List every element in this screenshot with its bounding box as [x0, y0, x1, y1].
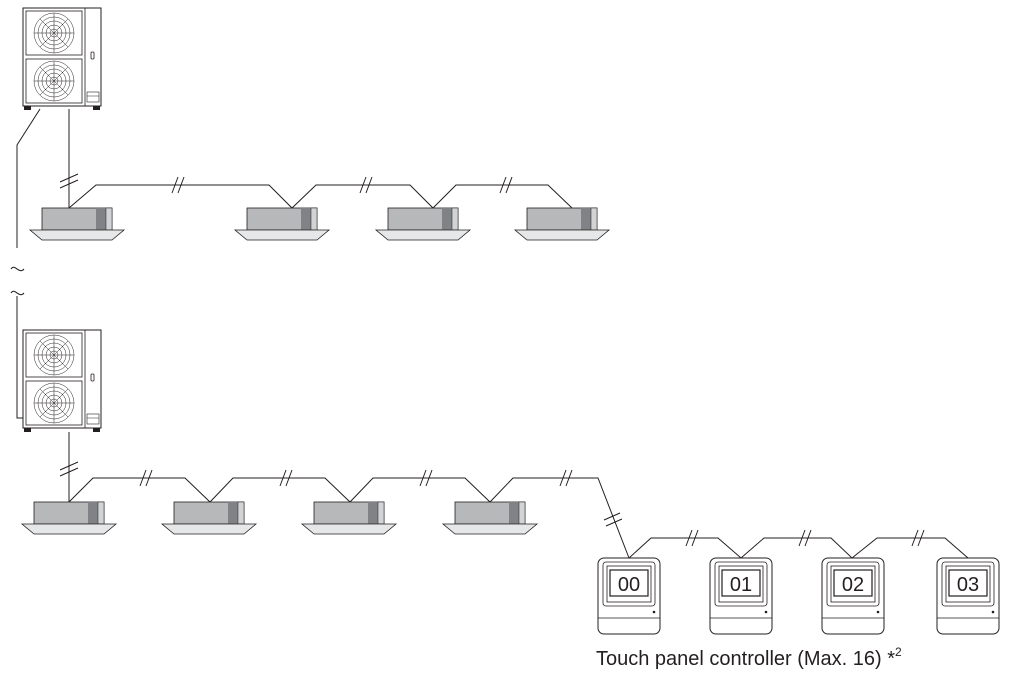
indoor-unit — [375, 207, 471, 241]
controller-caption: Touch panel controller (Max. 16) *2 — [596, 645, 902, 671]
indoor-unit — [21, 501, 117, 535]
touch-panel-controller: 01 — [709, 557, 773, 635]
outdoor-unit — [22, 7, 102, 111]
indoor-unit — [234, 207, 330, 241]
controller-address: 03 — [957, 574, 979, 596]
outdoor-unit — [22, 329, 102, 433]
controller-address: 01 — [730, 574, 752, 596]
caption-text: Touch panel controller (Max. 16) * — [596, 648, 896, 670]
controller-address: 02 — [842, 574, 864, 596]
touch-panel-controller: 00 — [597, 557, 661, 635]
touch-panel-controller: 02 — [821, 557, 885, 635]
touch-panel-controller: 03 — [936, 557, 1000, 635]
caption-footnote: 2 — [895, 645, 902, 659]
indoor-unit — [301, 501, 397, 535]
indoor-unit — [514, 207, 610, 241]
indoor-unit — [161, 501, 257, 535]
indoor-unit — [29, 207, 125, 241]
indoor-unit — [442, 501, 538, 535]
controller-address: 00 — [618, 574, 640, 596]
